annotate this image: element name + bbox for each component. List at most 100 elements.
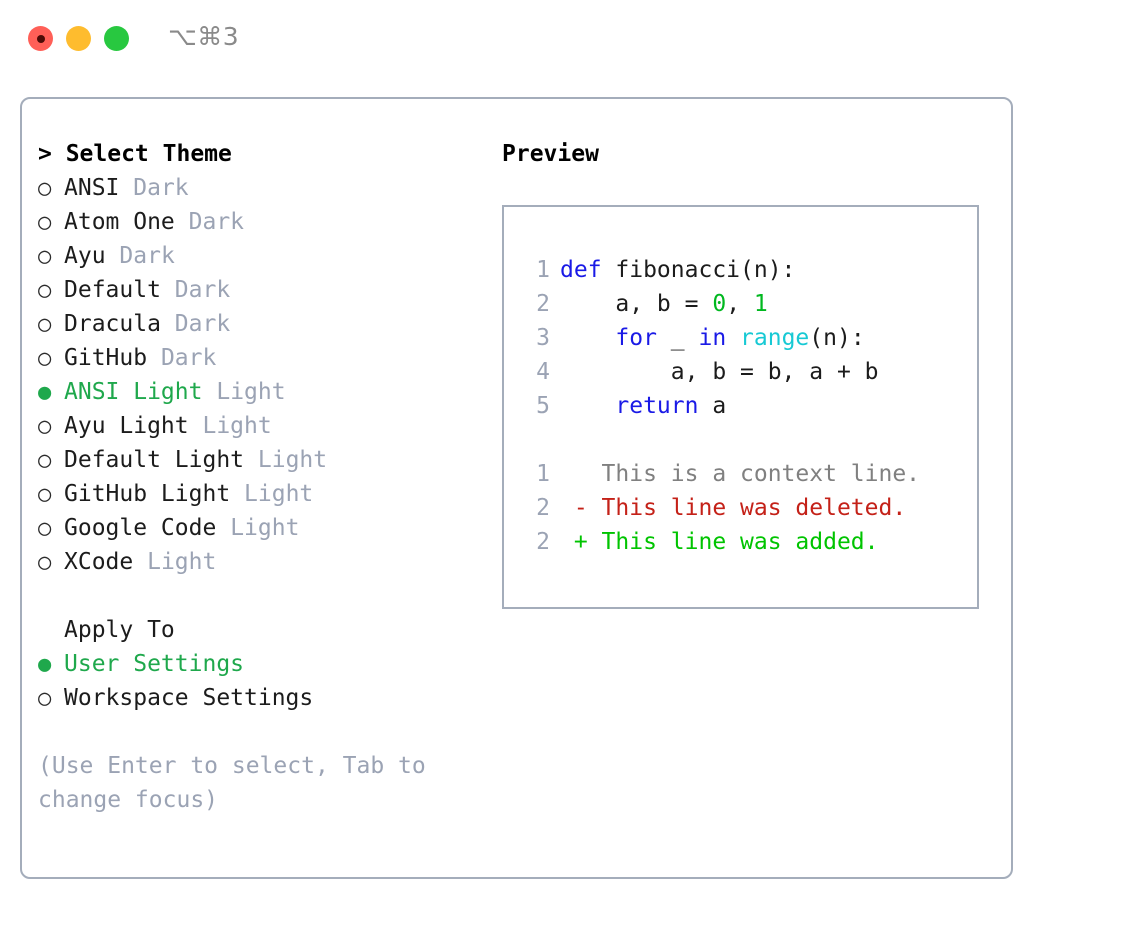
- code-token-plain: ,: [726, 291, 754, 317]
- radio-unselected-icon[interactable]: ○: [38, 516, 52, 541]
- radio-unselected-icon[interactable]: ○: [38, 244, 52, 269]
- diff-line: 2 - This line was deleted.: [520, 491, 920, 525]
- theme-list-item[interactable]: ○ Dracula Dark: [38, 307, 478, 341]
- label-tag-space: [189, 409, 203, 443]
- theme-list-item[interactable]: ○ Default Light Light: [38, 443, 478, 477]
- diff-line-number: 2: [536, 529, 550, 555]
- code-line: 5 return a: [520, 389, 920, 423]
- code-token-kw: return: [615, 393, 699, 419]
- theme-name-label: Google Code: [64, 515, 217, 541]
- code-token-plain: (n):: [809, 325, 865, 351]
- code-line-text: for _ in range(n):: [560, 321, 865, 355]
- theme-list-item[interactable]: ○ GitHub Dark: [38, 341, 478, 375]
- hint-gap: [38, 715, 478, 749]
- theme-list-item[interactable]: ○ GitHub Light Light: [38, 477, 478, 511]
- keyboard-shortcut-label: ⌥⌘3: [168, 22, 240, 51]
- theme-list-item[interactable]: ○Atom One Dark: [38, 205, 478, 239]
- label-tag-space: [202, 375, 216, 409]
- radio-unselected-icon[interactable]: ○: [38, 448, 52, 473]
- apply-to-heading: Apply To: [38, 613, 478, 647]
- select-theme-heading-text: > Select Theme: [38, 141, 232, 167]
- label-tag-space: [244, 443, 258, 477]
- theme-variant-tag: Dark: [174, 311, 231, 337]
- diff-line-text: This is a context line.: [560, 461, 921, 487]
- code-token-num: 0: [712, 291, 727, 317]
- theme-name-label: Ayu Light: [64, 413, 189, 439]
- radio-selected-icon[interactable]: ●: [38, 652, 52, 677]
- maximize-button-icon[interactable]: [104, 26, 129, 51]
- title-bar: ⌥⌘3: [0, 0, 1140, 78]
- minimize-button-icon[interactable]: [66, 26, 91, 51]
- theme-name-label: ANSI: [64, 175, 120, 201]
- radio-unselected-icon[interactable]: ○: [38, 210, 52, 235]
- theme-variant-tag: Light: [257, 447, 328, 473]
- radio-unselected-icon[interactable]: ○: [38, 176, 52, 201]
- theme-list-item[interactable]: ○ Google Code Light: [38, 511, 478, 545]
- theme-variant-tag: Dark: [160, 345, 217, 371]
- theme-list-item[interactable]: ○ Ayu Light Light: [38, 409, 478, 443]
- diff-line-text: - This line was deleted.: [560, 495, 907, 521]
- code-token-kw: for: [615, 325, 657, 351]
- diff-line-number: 2: [536, 495, 550, 521]
- code-token-plain: fibonacci(n):: [615, 257, 796, 283]
- apply-to-heading-indent: [38, 613, 64, 647]
- theme-list-item[interactable]: ○ ANSI Dark: [38, 171, 478, 205]
- label-tag-space: [161, 307, 175, 341]
- theme-name-label: GitHub: [64, 345, 148, 371]
- code-token-plain: a, b =: [560, 291, 713, 317]
- apply-to-label: Workspace Settings: [64, 685, 314, 711]
- radio-unselected-icon[interactable]: ○: [38, 278, 52, 303]
- line-number: 3: [536, 325, 550, 351]
- theme-name-label: Default Light: [64, 447, 245, 473]
- apply-to-item[interactable]: ○ Workspace Settings: [38, 681, 478, 715]
- radio-unselected-icon[interactable]: ○: [38, 482, 52, 507]
- code-line: 4 a, b = b, a + b: [520, 355, 920, 389]
- preview-title: Preview: [502, 141, 599, 167]
- close-button-icon[interactable]: [28, 26, 53, 51]
- label-tag-space: [216, 511, 230, 545]
- theme-variant-tag: Dark: [133, 175, 189, 201]
- theme-selector-column: > Select Theme ○ANSI Dark○Atom One Dark○…: [38, 137, 478, 817]
- radio-unselected-icon[interactable]: ○: [38, 414, 52, 439]
- theme-list-item[interactable]: ○ Ayu Dark: [38, 239, 478, 273]
- theme-list-item[interactable]: ○ XCode Light: [38, 545, 478, 579]
- theme-list-item[interactable]: ○Default Dark: [38, 273, 478, 307]
- code-token-plain: a, b = b, a + b: [560, 359, 879, 385]
- theme-variant-tag: Light: [147, 549, 217, 575]
- theme-name-label: XCode: [64, 549, 134, 575]
- code-line-text: return a: [560, 389, 726, 423]
- code-token-plain: a: [698, 393, 727, 419]
- keyboard-hint: (Use Enter to select, Tab to change focu…: [38, 753, 440, 813]
- label-tag-space: [161, 273, 175, 307]
- line-number: 2: [536, 291, 550, 317]
- theme-variant-tag: Light: [202, 413, 272, 439]
- diff-line-text: + This line was added.: [560, 529, 879, 555]
- radio-selected-icon[interactable]: ●: [38, 380, 52, 405]
- theme-name-label: Dracula: [64, 311, 161, 337]
- radio-unselected-icon[interactable]: ○: [38, 346, 52, 371]
- radio-unselected-icon[interactable]: ○: [38, 686, 52, 711]
- list-gap: [38, 579, 478, 613]
- theme-variant-tag: Light: [230, 515, 300, 541]
- traffic-light-group: [28, 26, 129, 51]
- code-token-plain: [560, 393, 615, 419]
- code-token-plain: [726, 325, 740, 351]
- theme-name-label: Ayu: [64, 243, 106, 269]
- theme-name-label: GitHub Light: [64, 481, 231, 507]
- radio-unselected-icon[interactable]: ○: [38, 312, 52, 337]
- diff-line: 2 + This line was added.: [520, 525, 920, 559]
- line-number: 4: [536, 359, 550, 385]
- label-tag-space: [230, 477, 244, 511]
- apply-to-heading-text: Apply To: [64, 617, 175, 643]
- code-line-text: a, b = 0, 1: [560, 287, 767, 321]
- theme-variant-tag: Dark: [119, 243, 175, 269]
- apply-to-item[interactable]: ●User Settings: [38, 647, 478, 681]
- theme-list-item[interactable]: ●ANSI Light Light: [38, 375, 478, 409]
- preview-column: Preview: [502, 137, 997, 171]
- code-token-kw: def: [560, 257, 616, 283]
- radio-unselected-icon[interactable]: ○: [38, 550, 52, 575]
- code-token-plain: [560, 325, 615, 351]
- theme-variant-tag: Light: [244, 481, 314, 507]
- code-token-fn: range: [740, 325, 810, 351]
